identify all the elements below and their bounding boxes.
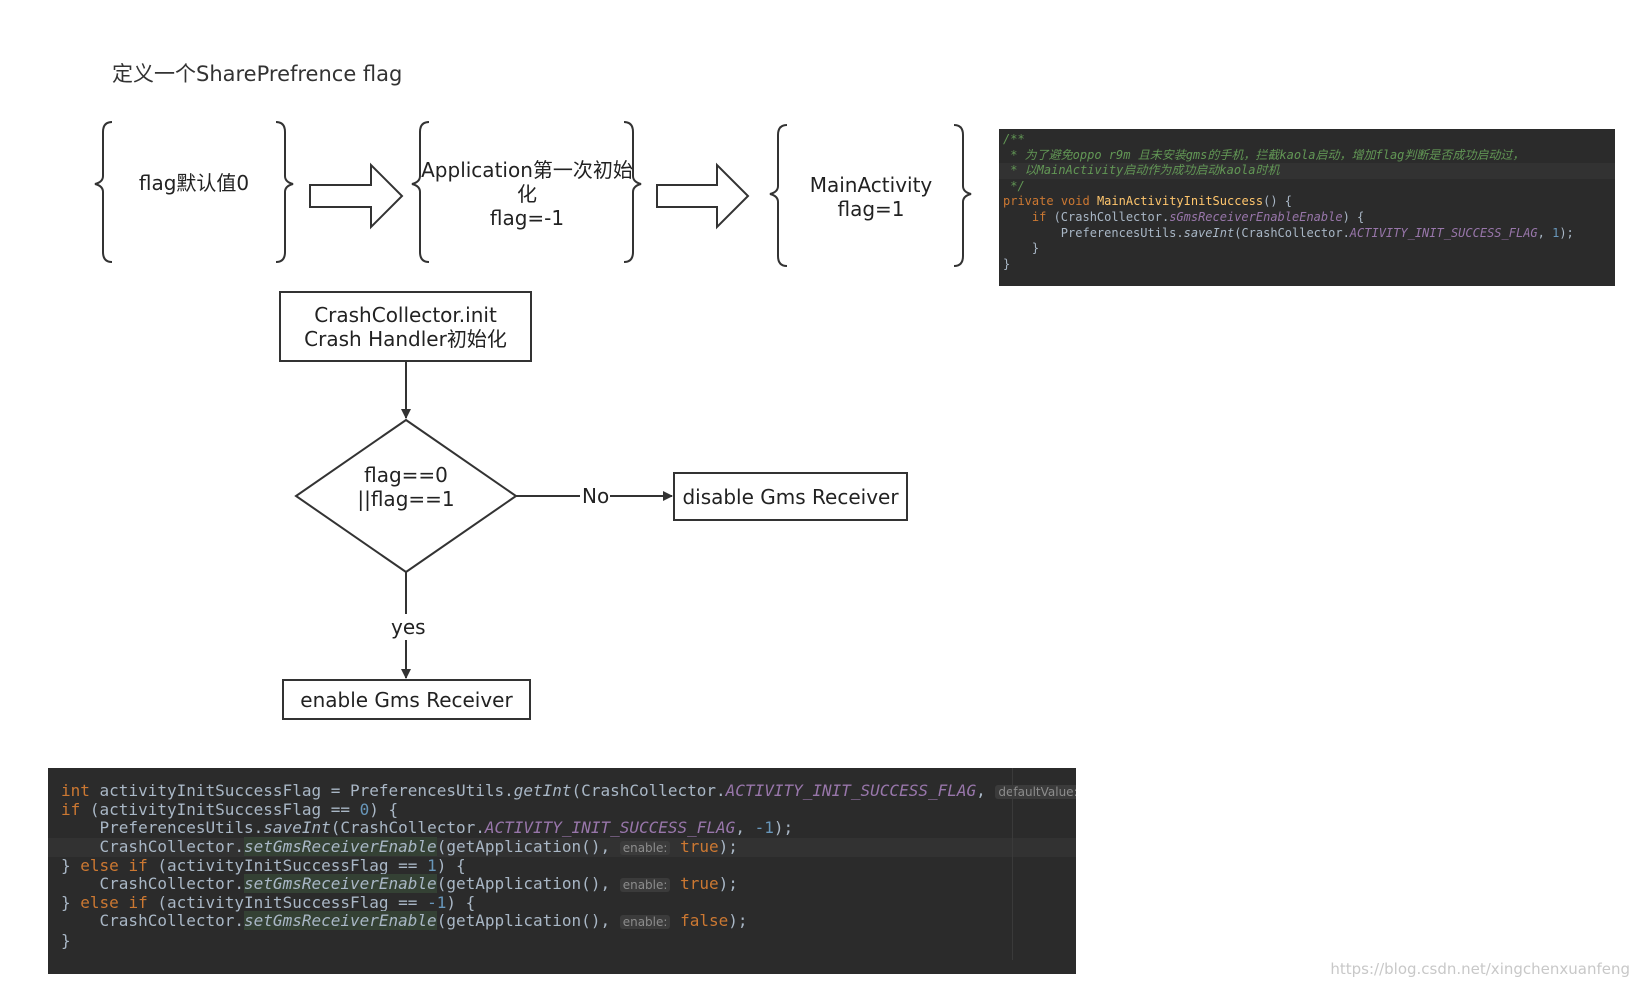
code-line: }	[1003, 256, 1011, 271]
transition-arrow-1	[309, 162, 404, 230]
code-line: } else if (activityInitSuccessFlag == 1)…	[61, 855, 466, 875]
state-application-line: Application第一次初始	[421, 158, 633, 182]
code-line: } else if (activityInitSuccessFlag == -1…	[61, 893, 476, 913]
init-box-line: CrashCollector.init	[314, 303, 497, 327]
init-box	[279, 291, 532, 362]
init-box-line: Crash Handler初始化	[304, 327, 507, 351]
brace-right-application	[623, 121, 642, 263]
code-line: * 为了避免oppo r9m 且未安装gms的手机，拦截kaola启动，增加fl…	[1003, 147, 1525, 162]
code-snippet-main-activity: /** * 为了避免oppo r9m 且未安装gms的手机，拦截kaola启动，…	[999, 129, 1615, 286]
code-line: PreferencesUtils.saveInt(CrashCollector.…	[1003, 225, 1574, 240]
state-default-text: flag默认值0	[105, 160, 283, 206]
brace-right-default	[275, 121, 294, 263]
code-line: }	[1003, 241, 1040, 256]
decision-line: flag==0	[364, 463, 448, 487]
code-line: private void MainActivityInitSuccess() {	[1003, 194, 1293, 209]
decision-text: flag==0 ||flag==1	[316, 462, 496, 512]
edge-label-no: No	[581, 484, 611, 508]
state-application-line: flag=-1	[489, 206, 565, 230]
brace-left-main-activity	[769, 124, 788, 267]
brace-left-application	[411, 121, 430, 263]
watermark: https://blog.csdn.net/xingchenxuanfeng	[1330, 960, 1630, 978]
enable-box	[282, 679, 531, 720]
state-brackets	[94, 121, 972, 267]
code-line: if (activityInitSuccessFlag == 0) {	[61, 800, 399, 820]
code-line: int activityInitSuccessFlag = Preference…	[48, 781, 1076, 801]
code-line: CrashCollector.setGmsReceiverEnable(getA…	[48, 836, 1076, 857]
state-application-text: Application第一次初始 化 flag=-1	[421, 156, 633, 232]
brace-right-main-activity	[953, 124, 972, 267]
disable-box-text: disable Gms Receiver	[674, 473, 907, 520]
code-line: CrashCollector.setGmsReceiverEnable(getA…	[61, 874, 738, 894]
page-title: 定义一个SharePrefrence flag	[112, 62, 403, 86]
state-default-line: flag默认值0	[138, 171, 250, 195]
transition-arrow-2	[656, 162, 750, 230]
state-main-activity-line: MainActivity	[809, 173, 933, 197]
code-line: CrashCollector.setGmsReceiverEnable(getA…	[61, 911, 748, 931]
decision-line: ||flag==1	[357, 487, 455, 511]
disable-box	[673, 472, 908, 521]
state-application-line: 化	[517, 182, 537, 206]
enable-box-label: enable Gms Receiver	[300, 687, 513, 712]
enable-box-text: enable Gms Receiver	[283, 680, 530, 719]
state-main-activity-text: MainActivity flag=1	[780, 171, 962, 223]
state-main-activity-line: flag=1	[837, 197, 905, 221]
brace-left-default	[94, 121, 113, 263]
code-line: /**	[1003, 132, 1025, 146]
edge-label-yes: yes	[390, 615, 427, 639]
code-snippet-init-check: int activityInitSuccessFlag = Preference…	[48, 768, 1076, 974]
editor-divider	[1012, 768, 1013, 960]
init-box-text: CrashCollector.init Crash Handler初始化	[280, 302, 531, 352]
code-line: */	[1003, 178, 1025, 193]
disable-box-label: disable Gms Receiver	[682, 484, 899, 509]
code-line: PreferencesUtils.saveInt(CrashCollector.…	[61, 818, 794, 838]
code-line: if (CrashCollector.sGmsReceiverEnableEna…	[1031, 209, 1365, 224]
code-line: }	[61, 930, 71, 950]
code-line: * 以MainActivity启动作为成功启动kaola时机	[999, 163, 1615, 179]
